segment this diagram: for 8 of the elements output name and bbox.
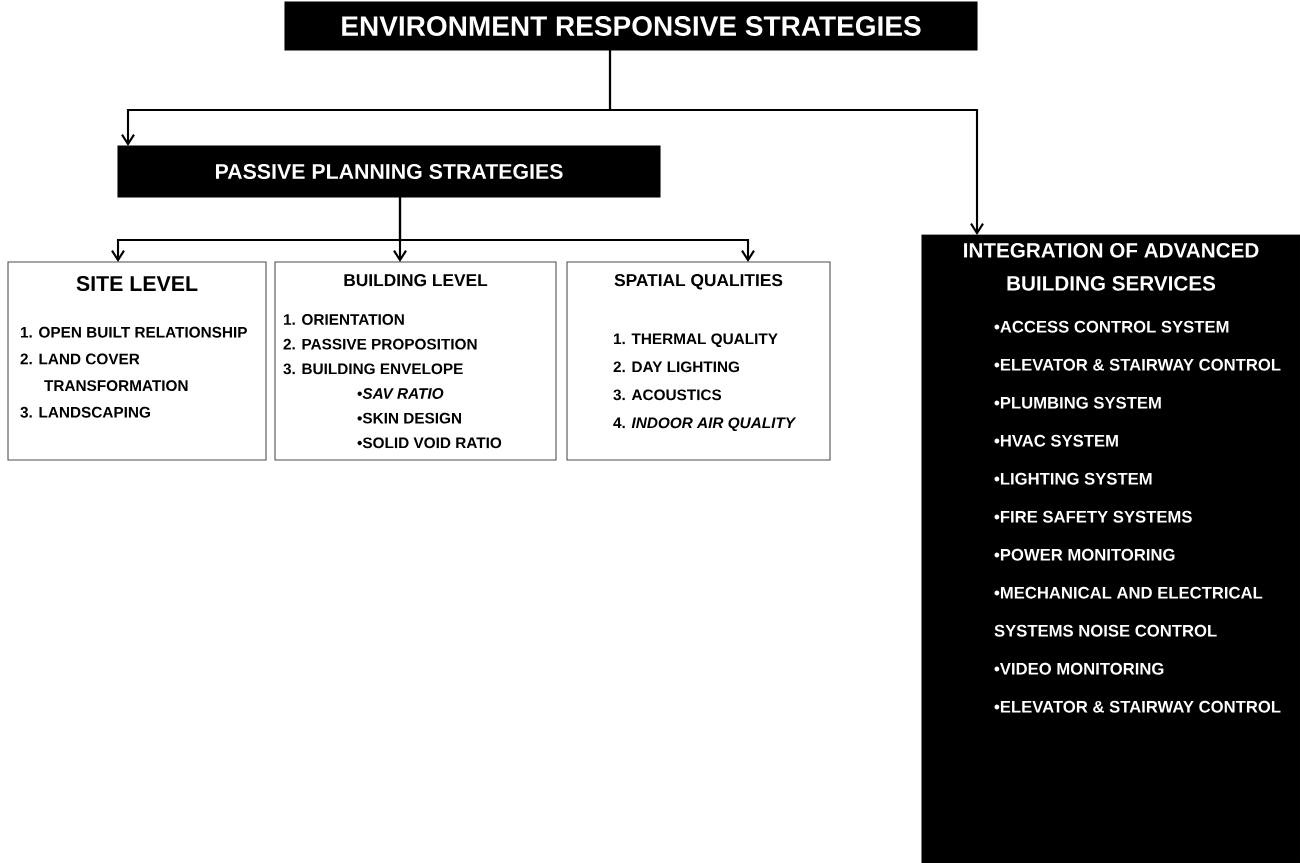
services-box: INTEGRATION OF ADVANCED BUILDING SERVICES •ACCESS CONTROL SYSTEM •ELEVATOR & STAIRWAY CONTROL •PLUMBING SYSTEM •HVAC SYSTEM •LIGHTING SYSTEM •FIRE SAFETY SYSTEMS •POWER MONITORING •MECHANICAL AND ELECTRICAL SYSTEMS NOISE CONTROL •VIDEO MONITORING •ELEVATOR & STAIRWAY CONTROL [921,234,1300,863]
category-box: SITE LEVEL 1. OPEN BUILT RELATIONSHIP 2. LAND COVER TRANSFORMATION 3. LANDSCAPING [7,261,267,461]
arrow [398,197,755,262]
title-box: ENVIRONMENT RESPONSIVE STRATEGIES [284,1,978,51]
arrow [608,50,984,235]
category-box: BUILDING LEVEL 1. ORIENTATION 2. PASSIVE PROPOSITION 3. BUILDING ENVELOPE •SAV RATIO •SKIN DESIGN •SOLID VOID RATIO [274,261,557,461]
heading-box: PASSIVE PLANNING STRATEGIES [117,145,661,198]
category-box: SPATIAL QUALITIES 1. THERMAL QUALITY 2. DAY LIGHTING 3. ACOUSTICS 4. INDOOR AIR QUALITY [566,261,831,461]
